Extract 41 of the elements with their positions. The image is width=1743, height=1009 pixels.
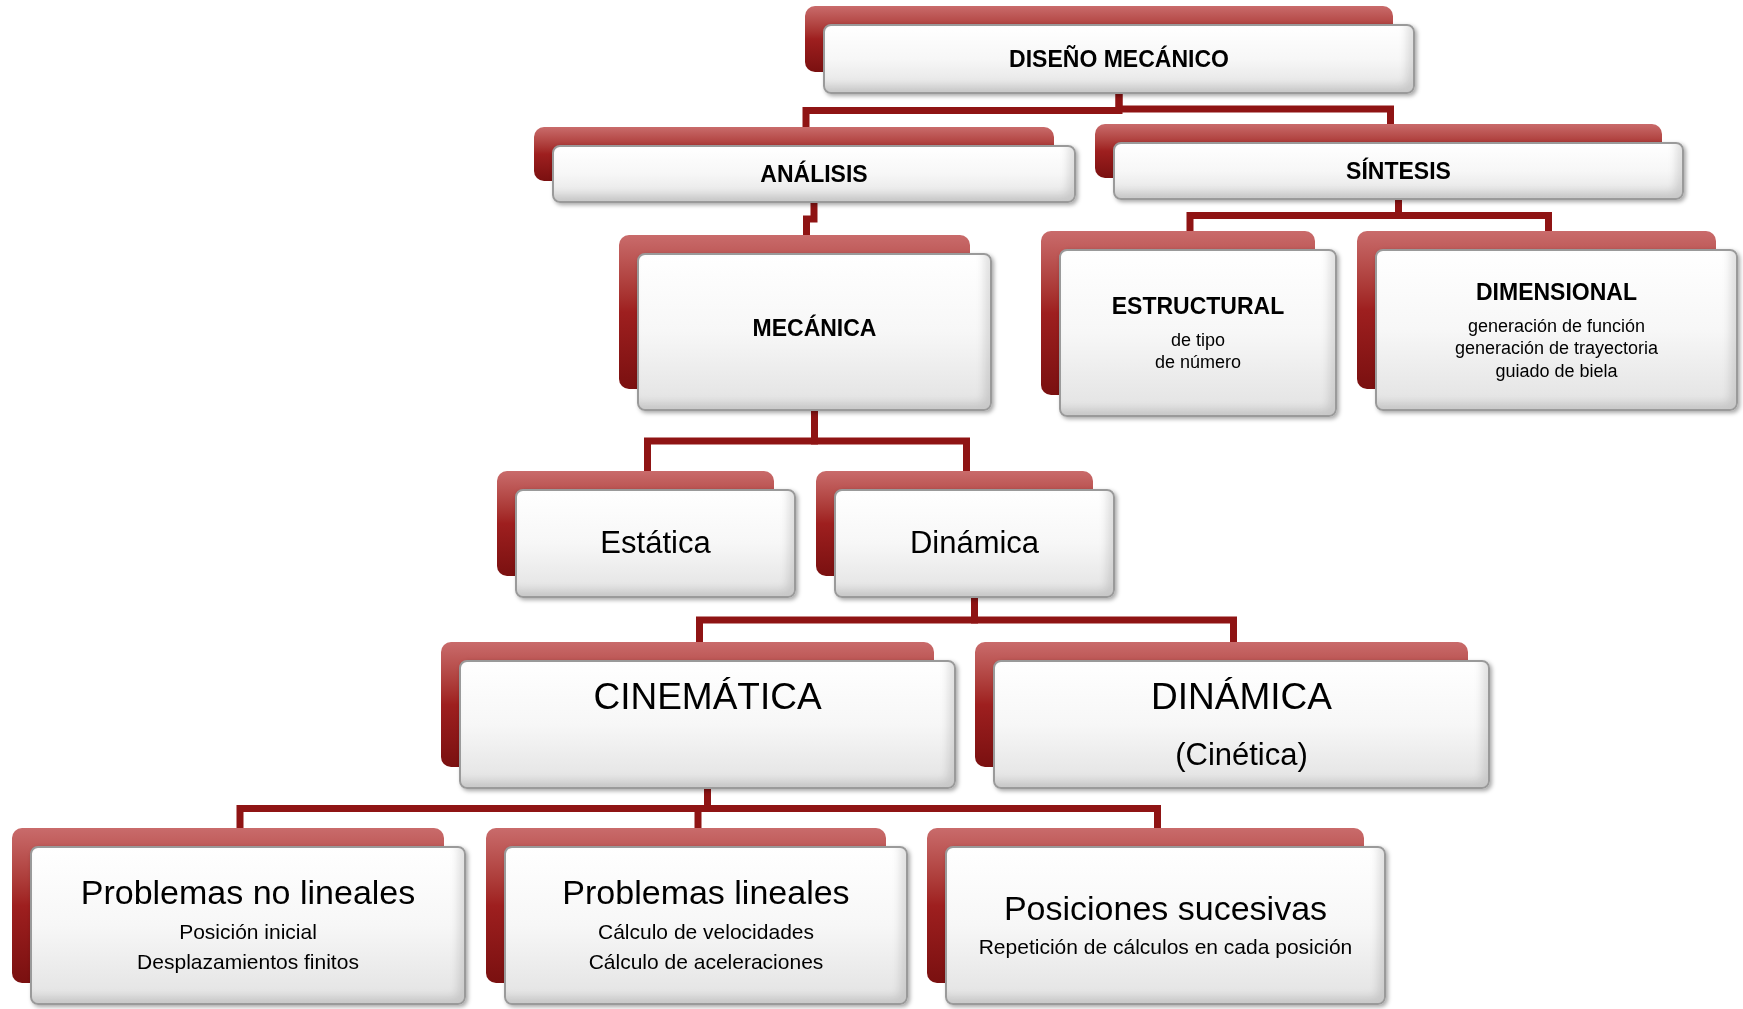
- box-heading: DINÁMICA: [1151, 675, 1332, 719]
- connector-line: [971, 598, 1237, 642]
- process-box: [816, 471, 1115, 598]
- box-heading: Estática: [600, 524, 711, 563]
- box-heading: SÍNTESIS: [1346, 156, 1451, 186]
- connector-line: [811, 411, 970, 471]
- box-heading: DISEÑO MECÁNICO: [1009, 44, 1229, 74]
- process-box: [619, 235, 992, 411]
- box-heading: Posiciones sucesivas: [1003, 890, 1328, 927]
- process-box: [12, 828, 466, 1005]
- process-box: [1357, 231, 1738, 411]
- box-text: guiado de biela: [1495, 359, 1618, 383]
- process-box: [1095, 124, 1684, 200]
- box-heading: MECÁNICA: [752, 313, 877, 343]
- box-heading: Problemas no lineales: [80, 875, 416, 912]
- box-text: Posición inicial: [179, 919, 317, 946]
- box-text: de tipo: [1170, 328, 1225, 352]
- connector-line: [1115, 94, 1394, 124]
- process-box: [1041, 231, 1337, 417]
- box-text: generación de función: [1467, 314, 1646, 338]
- process-box: [975, 642, 1490, 789]
- box-text: Cálculo de aceleraciones: [588, 949, 824, 976]
- connector-line: [803, 203, 818, 235]
- box-heading: ANÁLISIS: [760, 159, 868, 189]
- box-heading: Problemas lineales: [562, 875, 850, 912]
- box-text: generación de trayectoria: [1454, 337, 1659, 360]
- process-box: [534, 127, 1076, 203]
- box-text: Cálculo de velocidades: [598, 919, 814, 946]
- box-text: Repetición de cálculos en cada posición: [978, 934, 1353, 961]
- box-heading: ESTRUCTURAL: [1111, 292, 1285, 321]
- box-text: (Cinética): [1175, 736, 1308, 775]
- box-heading: DIMENSIONAL: [1476, 277, 1637, 307]
- process-box: [927, 828, 1386, 1005]
- box-heading: Dinámica: [909, 524, 1040, 563]
- box-heading: CINEMÁTICA: [593, 675, 822, 719]
- process-box: [805, 6, 1415, 94]
- box-text: de número: [1154, 351, 1242, 374]
- process-box: [497, 471, 796, 598]
- process-box: [441, 642, 956, 789]
- process-box: [486, 828, 908, 1005]
- box-text: Desplazamientos finitos: [137, 949, 359, 976]
